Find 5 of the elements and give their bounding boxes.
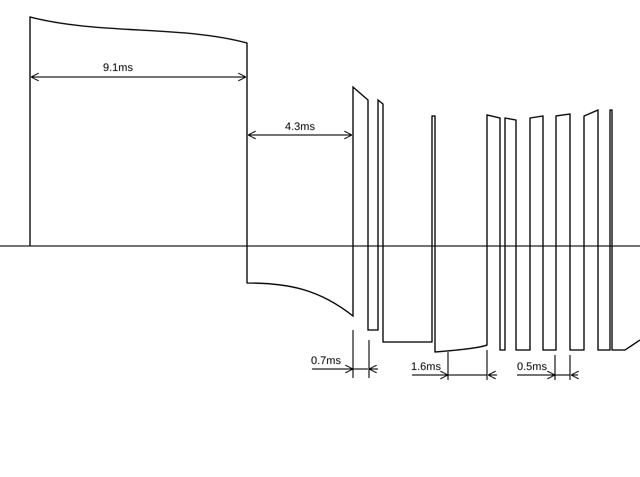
dimension-label: 4.3ms bbox=[285, 121, 315, 134]
dimension-label: 0.7ms bbox=[311, 355, 341, 368]
dimension-label: 0.5ms bbox=[517, 361, 547, 374]
dimension-label: 9.1ms bbox=[103, 62, 133, 75]
dimension-label: 1.6ms bbox=[411, 361, 441, 374]
